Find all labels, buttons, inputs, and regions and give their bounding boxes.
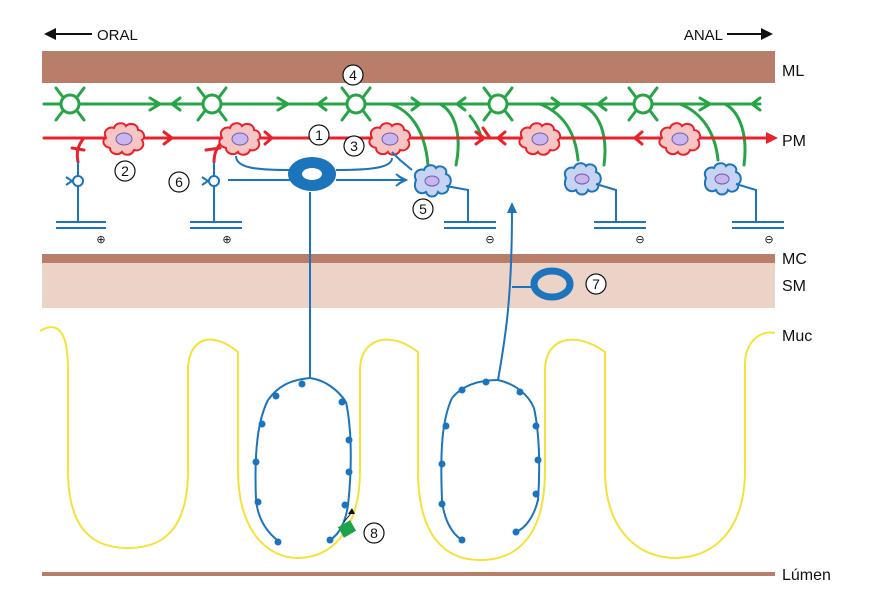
callout-7: 7	[585, 273, 607, 295]
svg-text:1: 1	[315, 127, 323, 143]
svg-text:7: 7	[592, 276, 600, 292]
sensory-neuron	[228, 155, 406, 546]
submucosal-neuron	[530, 267, 574, 301]
svg-text:5: 5	[419, 201, 427, 217]
excitatory-neuron-dendrites	[54, 86, 659, 122]
svg-text:4: 4	[349, 67, 357, 83]
pm-label: PM	[782, 133, 806, 150]
sm-label: SM	[782, 278, 806, 295]
interneuron-soma	[658, 122, 702, 156]
callout-6: 6	[168, 171, 190, 193]
callout-3: 3	[343, 135, 365, 157]
excitatory-motor-neuron-oral	[56, 162, 106, 229]
lumen-line	[42, 572, 775, 576]
receptor-cell	[337, 508, 357, 538]
excitatory-neuron-soma	[59, 93, 654, 115]
oral-label: ORAL	[97, 27, 138, 44]
oral-direction-indicator: ORAL	[44, 27, 138, 44]
inhibitory-motor-neuron-group	[414, 162, 742, 198]
inhibitory-sign: ⊖	[635, 234, 644, 246]
interneuron-soma	[102, 122, 146, 156]
excitatory-sign: ⊕	[96, 234, 105, 246]
mc-label: MC	[782, 251, 807, 268]
interneuron-soma	[368, 122, 412, 156]
svg-text:2: 2	[121, 163, 129, 179]
callout-2: 2	[114, 160, 136, 182]
callout-1: 1	[308, 124, 330, 146]
muscularis-mucosae-layer	[42, 254, 775, 263]
inhibitory-motor-neuron	[414, 164, 452, 198]
interneuron-soma	[518, 122, 562, 156]
excitatory-sign: ⊕	[222, 234, 231, 246]
inhibitory-sign: ⊖	[485, 234, 494, 246]
muc-label: Muc	[782, 328, 812, 345]
svg-text:3: 3	[350, 138, 358, 154]
longitudinal-muscle-layer	[42, 51, 775, 83]
mucosa-villi-outline	[39, 326, 776, 562]
inhibitory-motor-neuron	[704, 162, 742, 196]
interneuron-soma-group	[102, 122, 702, 156]
svg-text:8: 8	[370, 525, 378, 541]
callout-5: 5	[412, 198, 434, 220]
excitatory-motor-neuron-oral	[190, 162, 242, 229]
ascending-sensory-fibre	[438, 202, 542, 544]
inhibitory-sign: ⊖	[764, 234, 773, 246]
callout-4: 4	[342, 64, 364, 86]
anal-direction-indicator: ANAL	[684, 27, 773, 44]
lumen-label: Lúmen	[782, 567, 831, 584]
anal-label: ANAL	[684, 27, 723, 44]
interneuron-soma	[218, 122, 262, 156]
pm-arrowhead	[766, 132, 778, 144]
ml-label: ML	[782, 63, 804, 80]
inhibitory-motor-axons	[391, 151, 784, 229]
inhibitory-motor-neuron	[564, 162, 602, 196]
svg-text:6: 6	[175, 174, 183, 190]
callout-8: 8	[363, 522, 385, 544]
submucosa-layer	[42, 263, 775, 308]
